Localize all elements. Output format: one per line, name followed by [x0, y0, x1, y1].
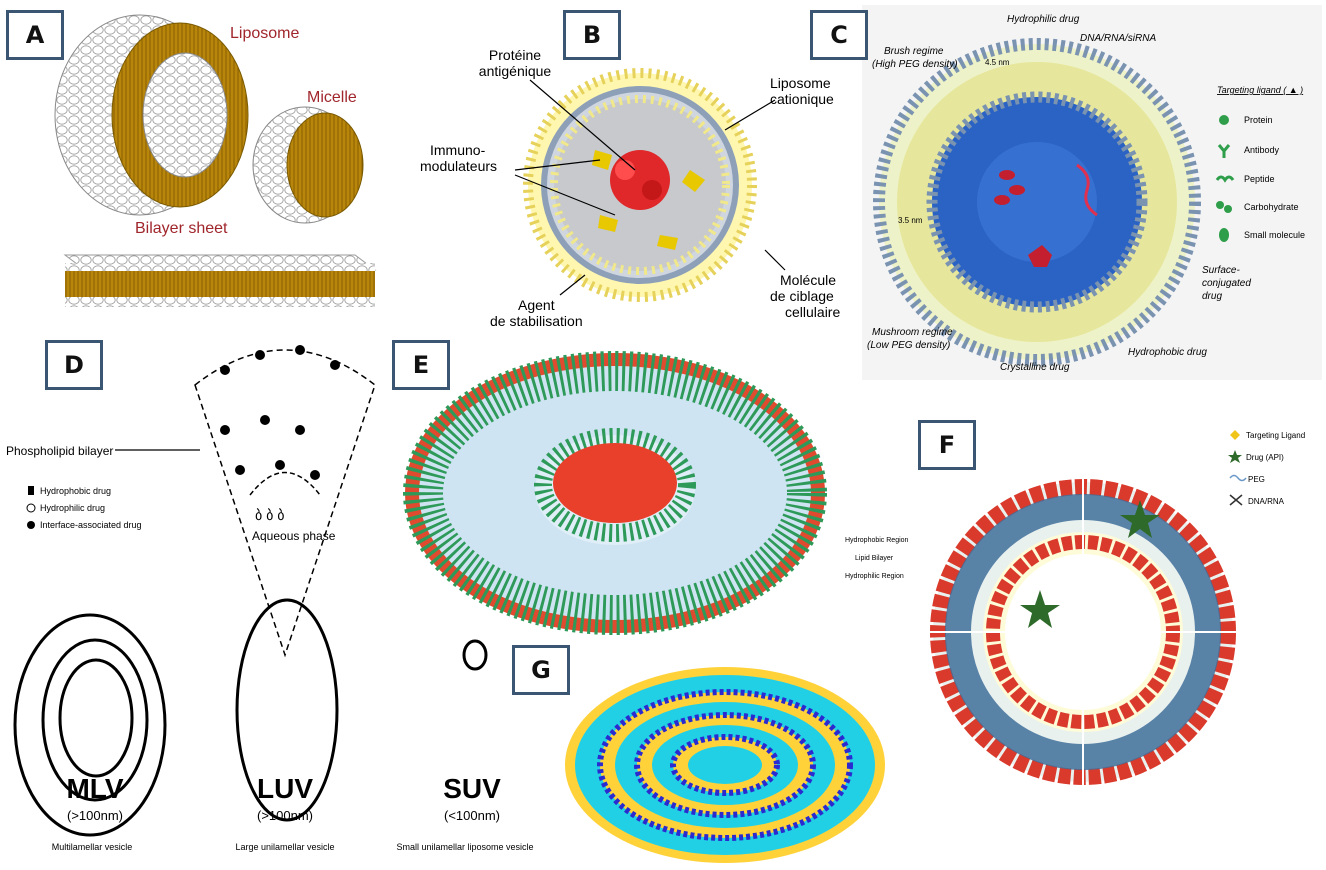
panel-b: Protéineantigénique Liposomecationique I… — [420, 20, 860, 335]
panel-g-figure — [560, 665, 890, 870]
label-molecule: Moléculede ciblagecellulaire — [770, 272, 840, 320]
legend-peptide: Peptide — [1244, 174, 1275, 184]
svg-text:ბ ბ ბ: ბ ბ ბ — [255, 507, 285, 523]
legend-antibody: Antibody — [1244, 145, 1280, 155]
label-mushroom: Mushroom regime(Low PEG density) — [867, 327, 953, 351]
label-hydrophobic-region: Hydrophobic Region — [845, 537, 909, 544]
legend-drug: Drug (API) — [1246, 453, 1284, 462]
panel-tag-d: D — [45, 340, 103, 390]
micelle-sphere — [253, 107, 363, 223]
suv-vesicle — [464, 641, 486, 669]
legend-title-c: Targeting ligand ( ▲ ) — [1217, 85, 1303, 95]
panel-tag-c: C — [810, 10, 868, 60]
panel-c: Hydrophilic drug DNA/RNA/siRNA Brush reg… — [862, 5, 1322, 380]
panel-e-figure — [400, 345, 840, 640]
label-hydrophobic-drug: Hydrophobic drug — [1128, 347, 1207, 358]
legend-interface: Interface-associated drug — [40, 520, 142, 530]
label-hydrophilic-region: Hydrophilic Region — [845, 573, 904, 580]
label-aqueous: Aqueous phase — [252, 529, 336, 543]
label-lipid-bilayer: Lipid Bilayer — [855, 555, 894, 562]
label-hydrophilic-drug: Hydrophilic drug — [1007, 14, 1080, 25]
panel-f: Hydrophobic Region Lipid Bilayer Hydroph… — [840, 420, 1325, 870]
panel-e — [400, 345, 840, 640]
legend-f: Targeting Ligand Drug (API) PEG DNA/RNA — [1228, 430, 1305, 506]
panel-a-figure: Liposome Micelle Bilayer sheet — [20, 5, 420, 320]
bilayer-sheet — [65, 255, 375, 307]
panel-tag-e: E — [392, 340, 450, 390]
legend-peg: PEG — [1248, 475, 1265, 484]
legend-hydrophobic: Hydrophobic drug — [40, 486, 111, 496]
label-agent: Agentde stabilisation — [490, 297, 583, 329]
legend-d: Hydrophobic drug Hydrophilic drug Interf… — [27, 486, 142, 530]
peg-liposome — [879, 44, 1195, 360]
legend-c: Protein Antibody Peptide Carbohydrate Sm… — [1216, 115, 1305, 242]
label-suv-desc: Small unilamellar liposome vesicle — [396, 842, 533, 852]
label-immuno: Immuno-modulateurs — [420, 142, 497, 174]
legend-targeting-ligand: Targeting Ligand — [1246, 431, 1305, 440]
panel-c-figure: Hydrophilic drug DNA/RNA/siRNA Brush reg… — [862, 5, 1322, 380]
bilayer-wedge: ბ ბ ბ — [195, 345, 375, 655]
panel-tag-b: B — [563, 10, 621, 60]
label-proteine: Protéineantigénique — [479, 47, 552, 79]
label-phospholipid: Phospholipid bilayer — [6, 444, 113, 458]
label-luv-desc: Large unilamellar vesicle — [235, 842, 334, 852]
label-liposome-cationique: Liposomecationique — [770, 75, 834, 107]
label-3-5nm: 3.5 nm — [898, 216, 923, 225]
legend-dna-rna: DNA/RNA — [1248, 497, 1285, 506]
panel-b-figure: Protéineantigénique Liposomecationique I… — [420, 20, 860, 335]
label-mlv-size: (>100nm) — [67, 808, 123, 823]
label-surface: Surface-conjugateddrug — [1202, 265, 1251, 302]
label-luv-size: (>100nm) — [257, 808, 313, 823]
panel-tag-f: F — [918, 420, 976, 470]
cationic-liposome — [512, 57, 768, 313]
label-brush: Brush regime(High PEG density) — [872, 46, 958, 70]
label-mlv: MLV — [66, 773, 123, 804]
legend-small-molecule: Small molecule — [1244, 230, 1305, 240]
label-suv-size: (<100nm) — [444, 808, 500, 823]
label-crystalline-drug: Crystalline drug — [1000, 362, 1070, 373]
label-bilayer-sheet: Bilayer sheet — [135, 220, 228, 237]
label-micelle: Micelle — [307, 89, 357, 106]
label-luv: LUV — [257, 773, 313, 804]
panel-f-figure: Hydrophobic Region Lipid Bilayer Hydroph… — [840, 420, 1325, 870]
label-suv: SUV — [443, 773, 501, 804]
liposome-sphere — [55, 15, 248, 215]
panel-g — [560, 665, 890, 870]
label-liposome: Liposome — [230, 25, 299, 42]
label-mlv-desc: Multilamellar vesicle — [52, 842, 133, 852]
panel-tag-g: G — [512, 645, 570, 695]
label-4-5nm: 4.5 nm — [985, 58, 1010, 67]
panel-a: Liposome Micelle Bilayer sheet — [20, 5, 420, 320]
legend-hydrophilic: Hydrophilic drug — [40, 503, 105, 513]
label-dna: DNA/RNA/siRNA — [1080, 33, 1156, 44]
legend-carbohydrate: Carbohydrate — [1244, 202, 1299, 212]
panel-tag-a: A — [6, 10, 64, 60]
legend-protein: Protein — [1244, 115, 1273, 125]
